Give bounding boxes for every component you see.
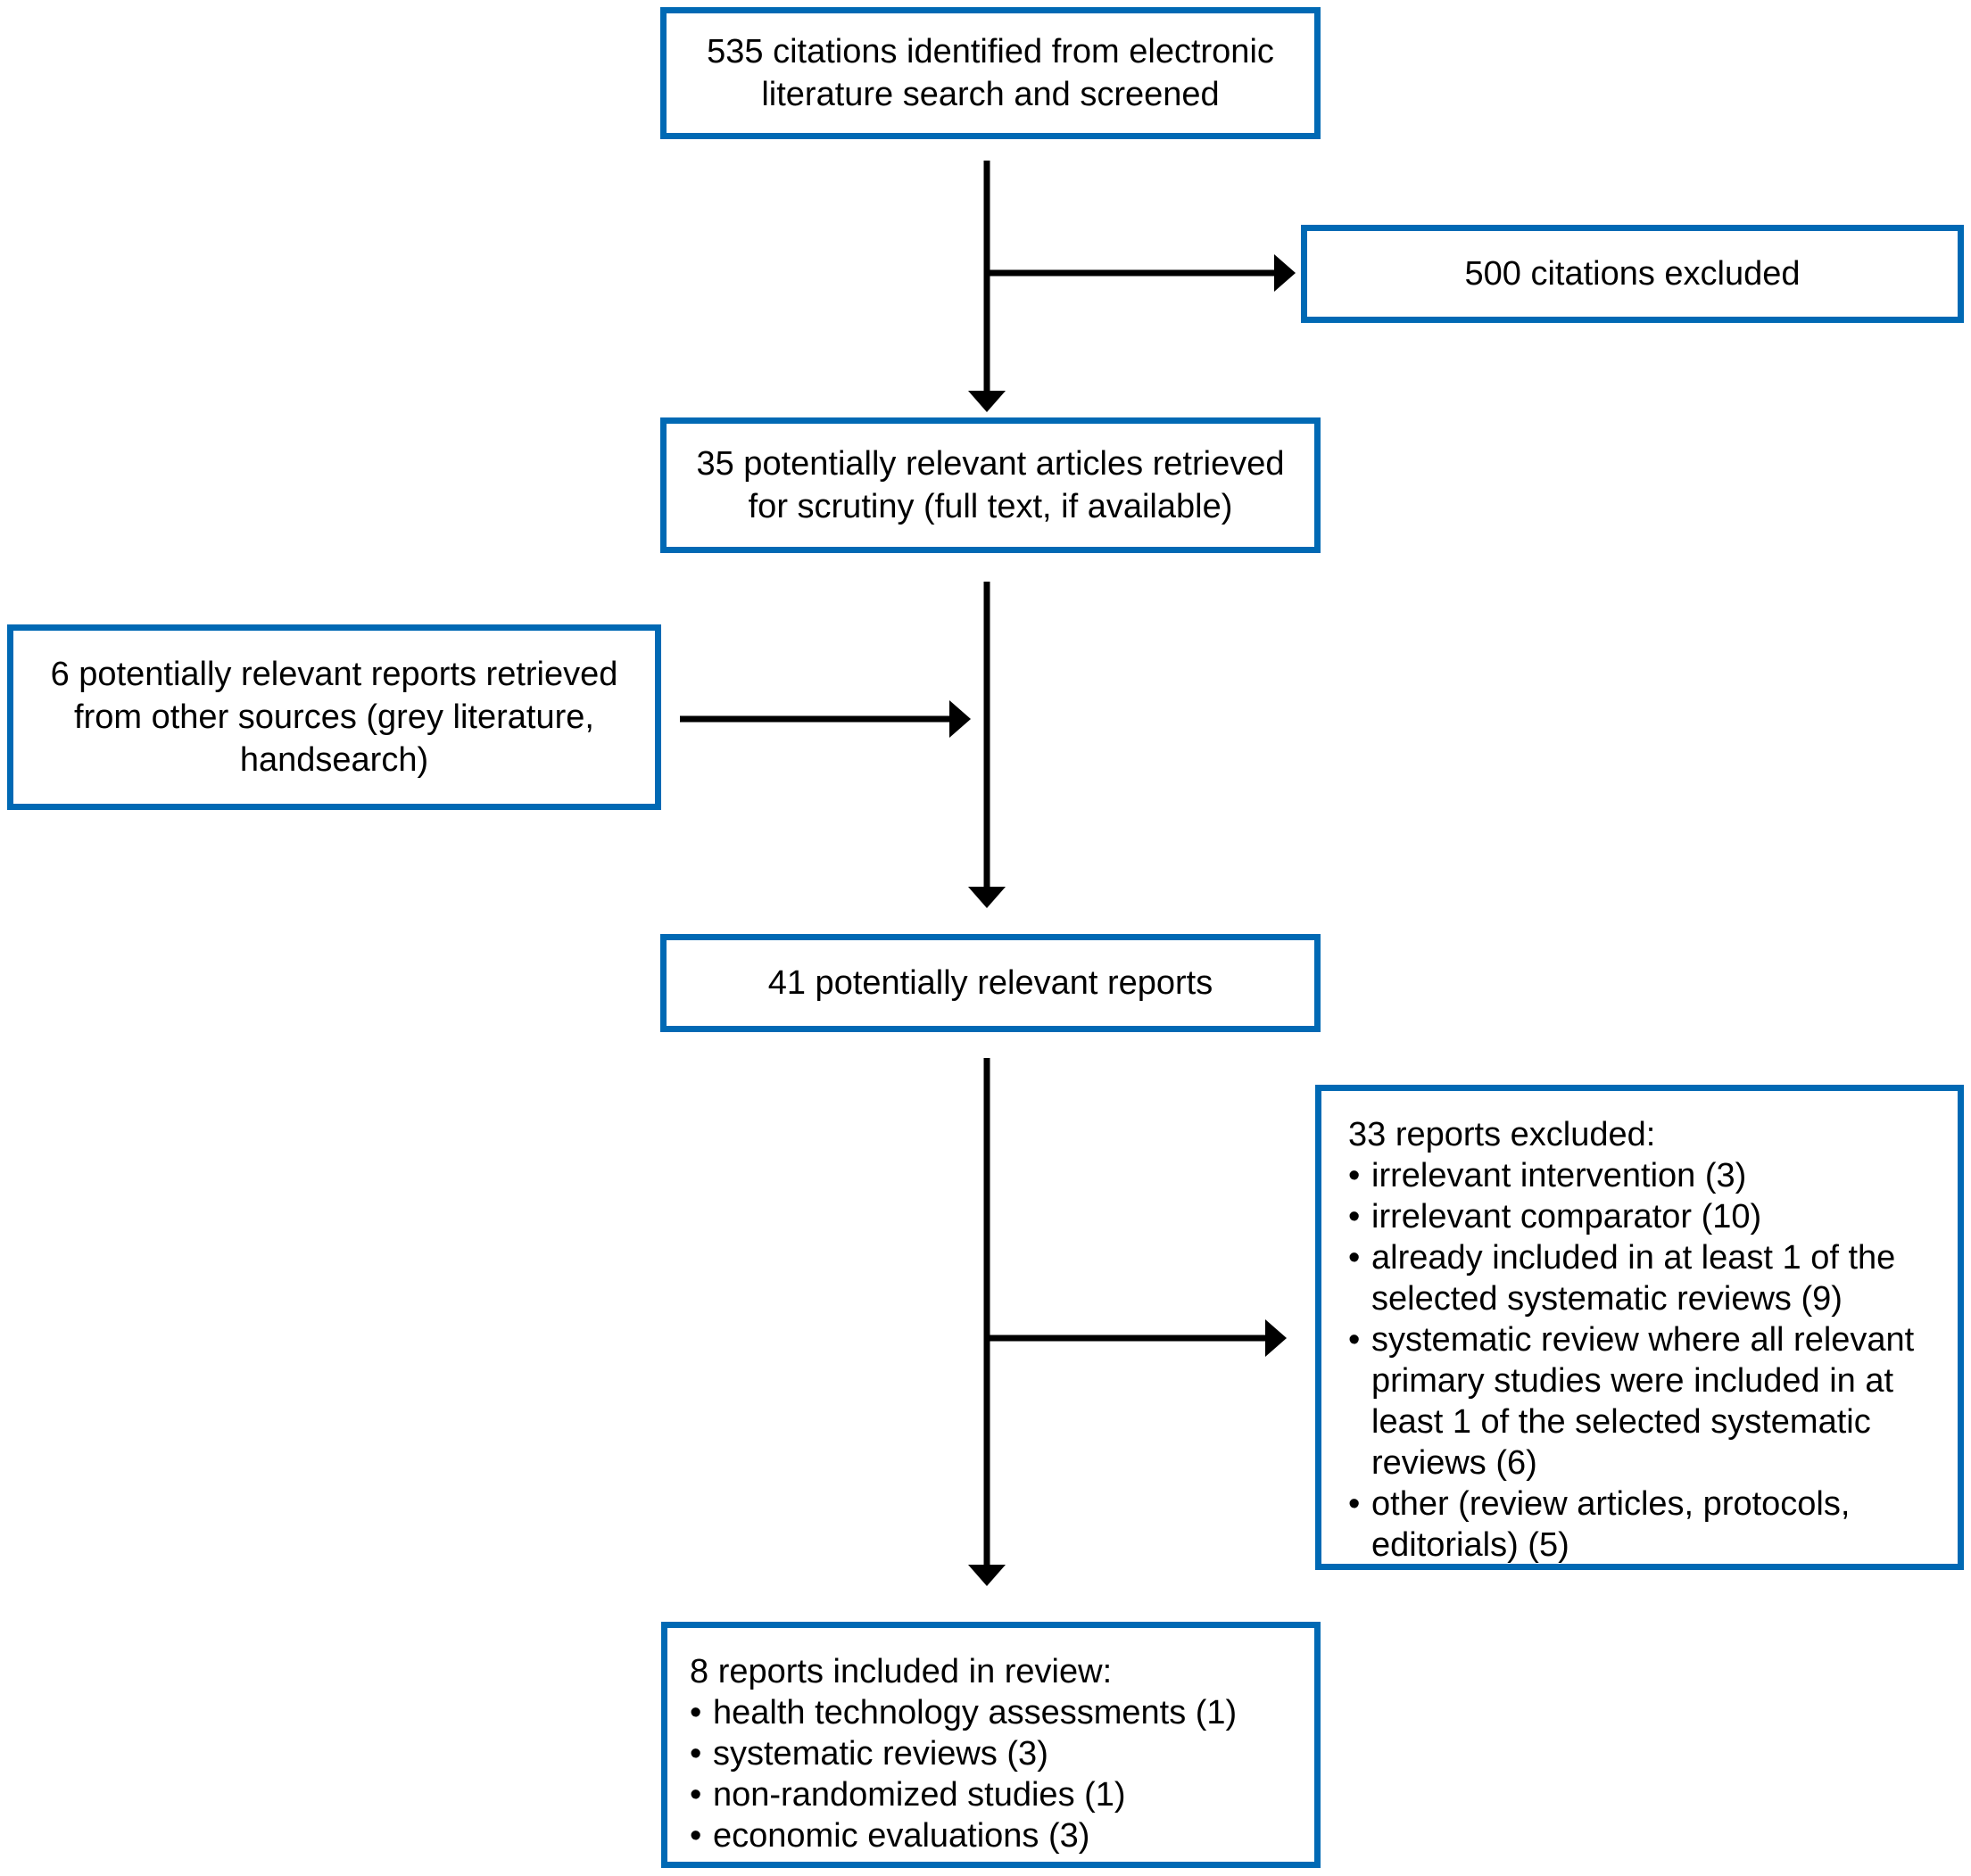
box-citations-excluded-line1: 500 citations excluded — [1464, 255, 1801, 293]
arrow-branch-to-reports-excluded — [984, 1319, 1287, 1357]
bullet-line: irrelevant comparator (10) — [1371, 1198, 1762, 1236]
arrow-retrieved-to-relevant-reports — [968, 582, 1006, 908]
included-bullet-economic-evaluations: • economic evaluations (3) — [690, 1815, 1302, 1856]
box-other-sources: 6 potentially relevant reports retrieved… — [7, 624, 661, 810]
bullet-icon: • — [690, 1735, 702, 1773]
excluded-bullet-systematic-review: • systematic review where all relevant p… — [1348, 1319, 1945, 1483]
bullet-line: economic evaluations (3) — [713, 1817, 1090, 1855]
bullet-line: other (review articles, protocols, — [1371, 1485, 1851, 1523]
included-bullet-systematic-reviews: • systematic reviews (3) — [690, 1733, 1302, 1774]
included-bullet-non-randomized: • non-randomized studies (1) — [690, 1774, 1302, 1815]
bullet-line: editorials) (5) — [1371, 1526, 1569, 1564]
box-reports-excluded: 33 reports excluded: • irrelevant interv… — [1315, 1085, 1964, 1570]
excluded-bullet-irrelevant-comparator: • irrelevant comparator (10) — [1348, 1196, 1945, 1237]
bullet-line: selected systematic reviews (9) — [1371, 1280, 1843, 1318]
box-reports-excluded-title: 33 reports excluded: — [1348, 1116, 1656, 1153]
box-relevant-reports: 41 potentially relevant reports — [660, 934, 1321, 1032]
bullet-icon: • — [1348, 1321, 1361, 1359]
excluded-bullet-irrelevant-intervention: • irrelevant intervention (3) — [1348, 1155, 1945, 1196]
box-citations-identified-line2: literature search and screened — [761, 76, 1220, 113]
bullet-icon: • — [1348, 1157, 1361, 1194]
box-articles-retrieved-line1: 35 potentially relevant articles retriev… — [696, 445, 1285, 483]
bullet-icon: • — [1348, 1239, 1361, 1277]
box-citations-identified: 535 citations identified from electronic… — [660, 7, 1321, 139]
arrow-branch-to-citations-excluded — [984, 254, 1296, 292]
arrow-other-sources-to-flow — [680, 700, 971, 738]
box-citations-identified-line1: 535 citations identified from electronic — [707, 33, 1274, 70]
box-reports-included: 8 reports included in review: • health t… — [661, 1622, 1321, 1868]
arrow-identified-to-retrieved — [968, 161, 1006, 412]
bullet-line: reviews (6) — [1371, 1444, 1537, 1482]
bullet-line: irrelevant intervention (3) — [1371, 1157, 1747, 1194]
box-other-sources-line2: from other sources (grey literature, — [74, 698, 594, 736]
bullet-line: non-randomized studies (1) — [713, 1776, 1126, 1814]
box-articles-retrieved-line2: for scrutiny (full text, if available) — [748, 488, 1233, 525]
excluded-bullet-already-included: • already included in at least 1 of the … — [1348, 1237, 1945, 1319]
bullet-icon: • — [690, 1776, 702, 1814]
bullet-line: already included in at least 1 of the — [1371, 1239, 1896, 1277]
bullet-line: primary studies were included in at — [1371, 1362, 1894, 1400]
bullet-line: systematic review where all relevant — [1371, 1321, 1915, 1359]
box-citations-excluded: 500 citations excluded — [1301, 225, 1964, 323]
bullet-line: health technology assessments (1) — [713, 1694, 1238, 1731]
box-relevant-reports-line1: 41 potentially relevant reports — [767, 964, 1213, 1002]
box-articles-retrieved: 35 potentially relevant articles retriev… — [660, 417, 1321, 553]
bullet-line: least 1 of the selected systematic — [1371, 1403, 1871, 1441]
box-other-sources-line3: handsearch) — [239, 741, 429, 779]
bullet-line: systematic reviews (3) — [713, 1735, 1048, 1773]
box-other-sources-line1: 6 potentially relevant reports retrieved — [50, 656, 618, 693]
included-bullet-hta: • health technology assessments (1) — [690, 1692, 1302, 1733]
box-reports-included-title: 8 reports included in review: — [690, 1653, 1113, 1690]
bullet-icon: • — [1348, 1485, 1361, 1523]
bullet-icon: • — [690, 1694, 702, 1731]
bullet-icon: • — [690, 1817, 702, 1855]
bullet-icon: • — [1348, 1198, 1361, 1236]
excluded-bullet-other: • other (review articles, protocols, edi… — [1348, 1483, 1945, 1566]
arrow-relevant-reports-to-included — [968, 1058, 1006, 1586]
